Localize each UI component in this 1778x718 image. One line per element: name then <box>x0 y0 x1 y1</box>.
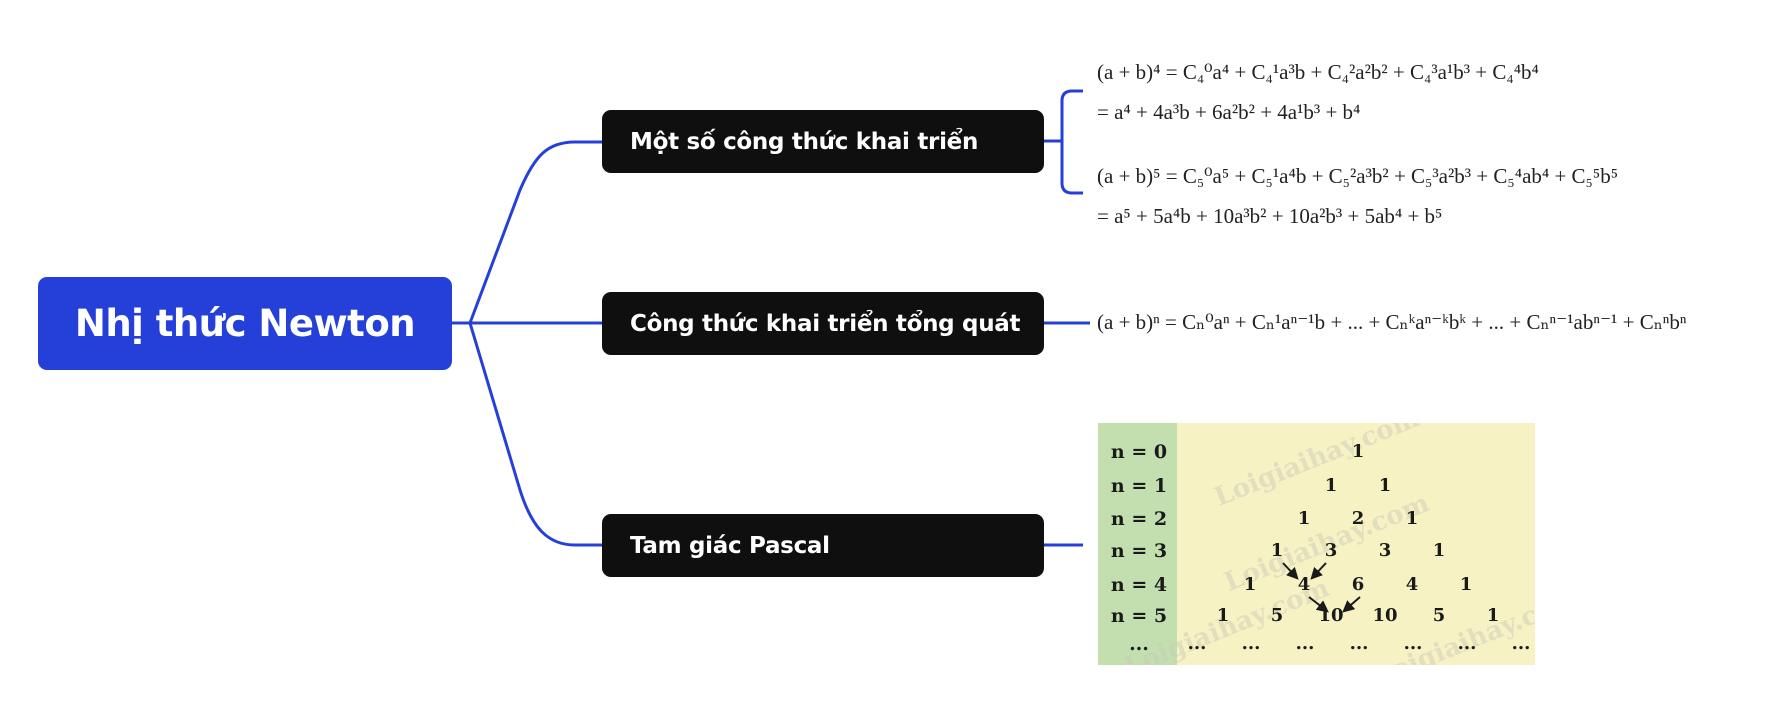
formula-power-4-line-2: = a⁴ + 4a³b + 6a²b² + 4a¹b³ + b⁴ <box>1097 100 1361 124</box>
pascal-number: 10 <box>1372 605 1398 626</box>
pascal-number: 3 <box>1378 540 1392 561</box>
arrow-icon <box>1308 596 1329 613</box>
pascal-row-label: n = 1 <box>1110 475 1168 497</box>
formula-power-5-line-1: (a + b)⁵ = C₅⁰a⁵ + C₅¹a⁴b + C₅²a³b² + C₅… <box>1097 164 1619 188</box>
pascal-row-label: n = 0 <box>1110 441 1168 463</box>
branch-label: Công thức khai triển tổng quát <box>630 310 1021 337</box>
pascal-ellipsis: ... <box>1403 633 1423 654</box>
formula-power-4-line-1: (a + b)⁴ = C₄⁰a⁴ + C₄¹a³b + C₄²a²b² + C₄… <box>1097 60 1539 84</box>
pascal-ellipsis: ... <box>1349 633 1369 654</box>
pascal-number: 3 <box>1324 540 1338 561</box>
arrow-icon <box>1282 562 1299 580</box>
bracket-formulas <box>1060 89 1083 195</box>
pascal-row-label: n = 3 <box>1110 540 1168 562</box>
pascal-row-label-column <box>1098 423 1177 665</box>
arrow-icon <box>1342 596 1361 613</box>
branch-node-pascal-triangle[interactable]: Tam giác Pascal <box>602 514 1044 577</box>
pascal-ellipsis: ... <box>1295 633 1315 654</box>
pascal-row-label: ... <box>1129 633 1149 655</box>
pascal-row-label: n = 2 <box>1110 508 1168 530</box>
branch-label: Một số công thức khai triển <box>630 128 979 155</box>
pascal-number: 1 <box>1459 574 1473 595</box>
pascal-ellipsis: ... <box>1241 633 1261 654</box>
branch-node-general-formula[interactable]: Công thức khai triển tổng quát <box>602 292 1044 355</box>
root-node-label: Nhị thức Newton <box>74 302 416 345</box>
pascal-number: 1 <box>1405 508 1419 529</box>
pascal-row-label: n = 5 <box>1110 605 1168 627</box>
pascal-number: 4 <box>1405 574 1419 595</box>
root-node[interactable]: Nhị thức Newton <box>38 277 452 370</box>
pascal-ellipsis: ... <box>1457 633 1477 654</box>
pascal-number: 1 <box>1378 475 1392 496</box>
pascal-number: 1 <box>1243 574 1257 595</box>
connector-to-branch-3 <box>468 322 602 547</box>
pascal-ellipsis: ... <box>1511 633 1531 654</box>
pascal-number: 5 <box>1270 605 1284 626</box>
pascal-number: 1 <box>1432 540 1446 561</box>
pascal-triangle-image: Loigiaihay.com Loigiaihay.com Loigiaihay… <box>1098 423 1535 665</box>
arrow-icon <box>1310 562 1327 580</box>
pascal-row-label: n = 4 <box>1110 574 1168 596</box>
branch-label: Tam giác Pascal <box>630 532 830 559</box>
pascal-number: 1 <box>1486 605 1500 626</box>
pascal-number: 2 <box>1351 508 1365 529</box>
pascal-number: 5 <box>1432 605 1446 626</box>
pascal-arrows <box>1282 562 1361 613</box>
pascal-number: 1 <box>1351 441 1365 462</box>
connector-to-branch-1 <box>468 140 602 324</box>
pascal-number: 1 <box>1297 508 1311 529</box>
branch-node-expansion-examples[interactable]: Một số công thức khai triển <box>602 110 1044 173</box>
pascal-number: 1 <box>1216 605 1230 626</box>
pascal-number: 4 <box>1297 574 1311 595</box>
pascal-number: 6 <box>1351 574 1365 595</box>
pascal-number: 1 <box>1324 475 1338 496</box>
formula-general-expansion: (a + b)ⁿ = Cₙ⁰aⁿ + Cₙ¹aⁿ⁻¹b + ... + Cₙᵏa… <box>1097 310 1687 334</box>
pascal-number: 1 <box>1270 540 1284 561</box>
pascal-ellipsis: ... <box>1187 633 1207 654</box>
formula-power-5-line-2: = a⁵ + 5a⁴b + 10a³b² + 10a²b³ + 5ab⁴ + b… <box>1097 204 1443 228</box>
